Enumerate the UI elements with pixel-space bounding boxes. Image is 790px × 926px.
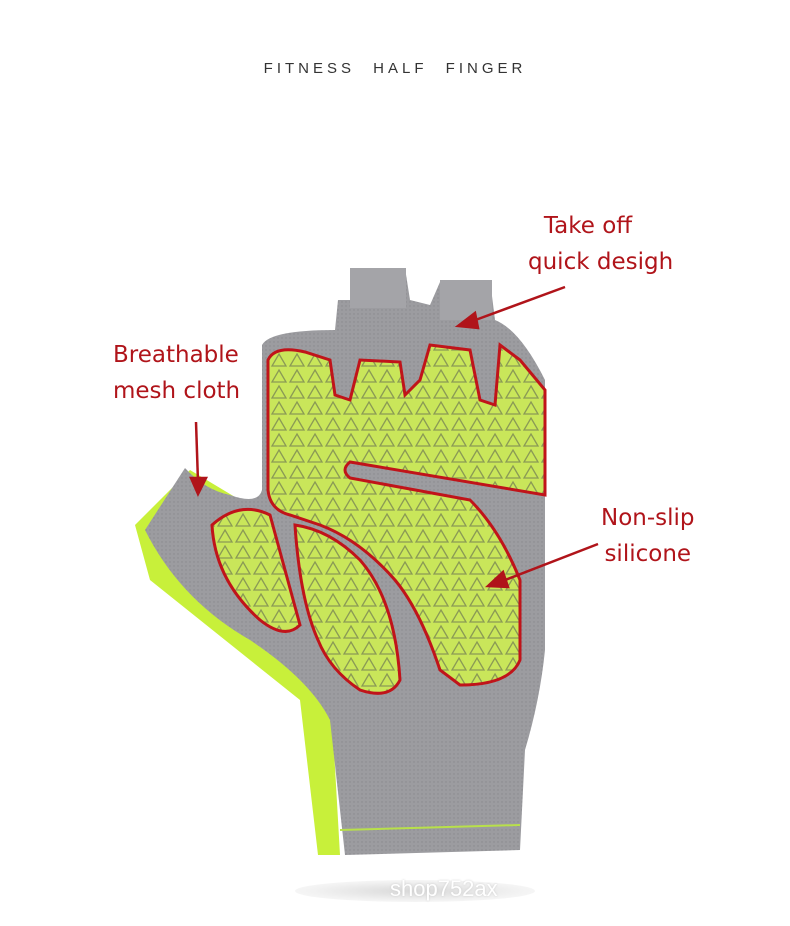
watermark: shop752ax xyxy=(390,876,498,901)
page-title: FITNESS HALF FINGER xyxy=(263,60,527,77)
callout-take-off-line2: quick desigh xyxy=(528,244,673,280)
palm-silicone-pad xyxy=(293,523,402,695)
arrow-non-slip xyxy=(499,542,599,584)
callout-line: mesh cloth xyxy=(113,378,241,404)
callout-line: quick desigh xyxy=(528,249,674,275)
callout-take-off: Take off xyxy=(543,208,633,244)
callout-non-slip: Non-slip silicone xyxy=(601,500,695,572)
upper-silicone-pad xyxy=(266,342,547,687)
callout-line: Breathable xyxy=(113,342,239,368)
callout-line: silicone xyxy=(604,541,692,567)
callout-line: Take off xyxy=(543,213,633,239)
callout-line: Non-slip xyxy=(601,505,695,531)
floor-shadow xyxy=(295,880,535,902)
arrow-breathable xyxy=(194,421,200,483)
thumb-silicone-pad xyxy=(210,507,302,633)
arrow-take-off xyxy=(469,285,566,324)
callout-breathable: Breathable mesh cloth xyxy=(113,337,240,409)
